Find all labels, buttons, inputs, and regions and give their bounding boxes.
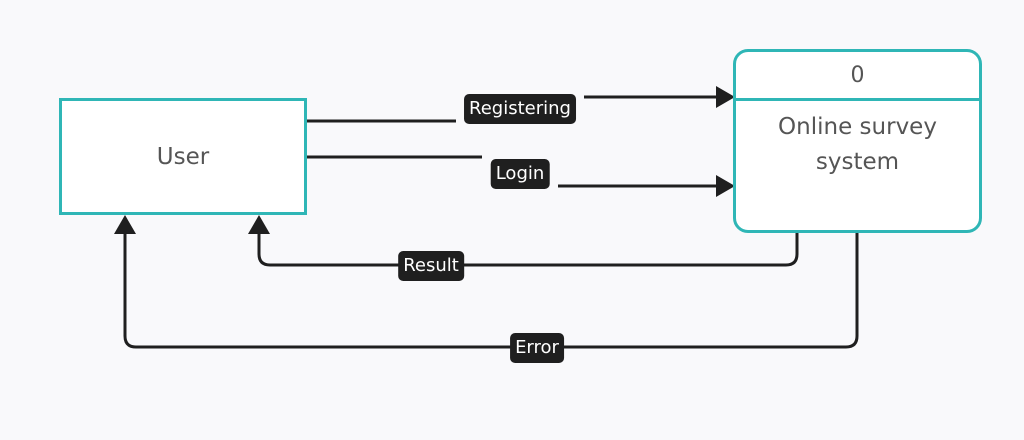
flow-label-login[interactable]: Login (490, 159, 550, 189)
process-online-survey-system[interactable]: 0 Online survey system (733, 49, 982, 233)
process-name: Online survey system (778, 114, 937, 175)
flow-label-result[interactable]: Result (398, 251, 464, 281)
entity-user-label: User (156, 143, 210, 170)
edge-error (123, 228, 859, 349)
external-entity-user[interactable]: User (59, 98, 307, 215)
arrowhead-registering-icon (716, 86, 735, 108)
edge-login (307, 155, 722, 188)
process-id: 0 (736, 52, 979, 101)
arrowhead-login-icon (716, 175, 735, 197)
flow-label-registering[interactable]: Registering (464, 94, 576, 124)
arrowhead-error-icon (114, 215, 136, 234)
flow-label-error[interactable]: Error (510, 333, 564, 363)
edge-result (257, 228, 799, 267)
arrowhead-result-icon (248, 215, 270, 234)
edge-registering (307, 95, 722, 123)
